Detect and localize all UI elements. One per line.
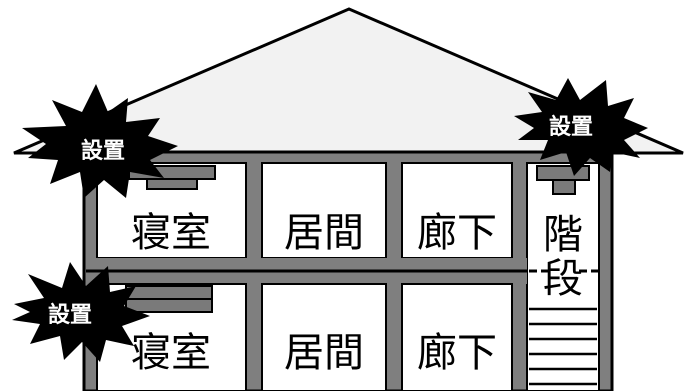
stair-label-top: 階 [543,212,583,258]
upper-hallway: 廊下 [401,162,513,259]
lower-living-room: 居間 [261,283,387,391]
smoke-detector-base-icon [125,298,213,313]
starburst-icon [22,84,178,198]
smoke-detector-icon [536,165,590,181]
starburst-icon [12,262,150,362]
install-badge-stairwell: 設置 [514,78,648,176]
install-badge-lower-bedroom: 設置 [12,262,150,362]
stair-label-bottom: 段 [543,256,583,302]
lower-hallway: 廊下 [401,283,513,391]
stairwell: 階 段 [526,162,600,391]
badge-label: 設置 [549,114,593,140]
room-label: 寝室 [131,330,211,376]
room-label: 廊下 [417,210,497,256]
room-label: 廊下 [417,330,497,376]
smoke-detector-base-icon [146,178,198,190]
smoke-detector-icon [125,285,213,300]
install-badge-upper-bedroom: 設置 [22,84,178,198]
upper-living-room: 居間 [261,162,387,259]
smoke-detector-base-icon [552,179,576,195]
room-label: 居間 [284,330,364,376]
starburst-icon [514,78,648,176]
stair-steps-icon [529,307,597,386]
badge-label: 設置 [48,302,92,328]
room-label: 寝室 [131,210,211,256]
badge-label: 設置 [81,138,125,164]
room-label: 居間 [284,210,364,256]
